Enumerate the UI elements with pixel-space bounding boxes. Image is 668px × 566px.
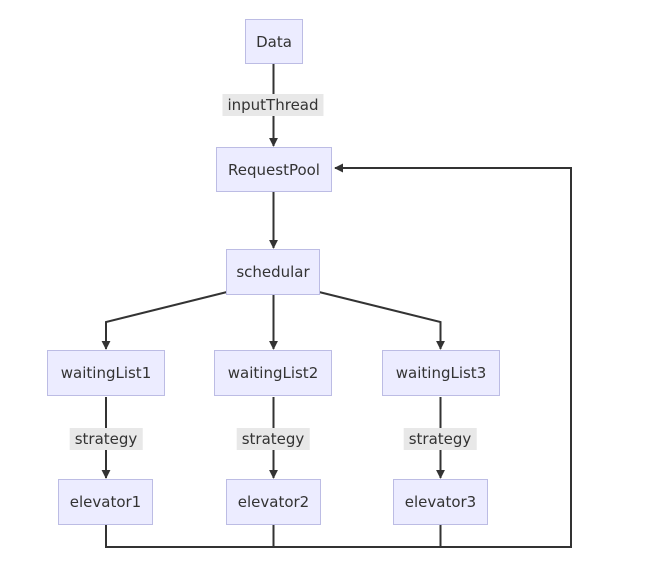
edge-schedular-waitinglist3 [318, 291, 445, 350]
edge-label-strategy-3: strategy [403, 428, 477, 450]
node-elevator-2: elevator2 [226, 479, 321, 525]
edge-label-input-thread: inputThread [222, 94, 324, 116]
node-elevator-1: elevator1 [58, 479, 153, 525]
node-request-pool: RequestPool [216, 147, 332, 192]
node-schedular: schedular [226, 249, 320, 295]
node-data: Data [245, 19, 303, 64]
node-elevator-3: elevator3 [393, 479, 488, 525]
edge-label-strategy-2: strategy [236, 428, 310, 450]
edge-label-strategy-1: strategy [69, 428, 143, 450]
node-waiting-list-3: waitingList3 [382, 350, 500, 396]
node-waiting-list-2: waitingList2 [214, 350, 332, 396]
node-waiting-list-1: waitingList1 [47, 350, 165, 396]
edge-schedular-waitinglist1 [101, 291, 228, 350]
edge-elevator1-requestpool [105, 163, 572, 548]
